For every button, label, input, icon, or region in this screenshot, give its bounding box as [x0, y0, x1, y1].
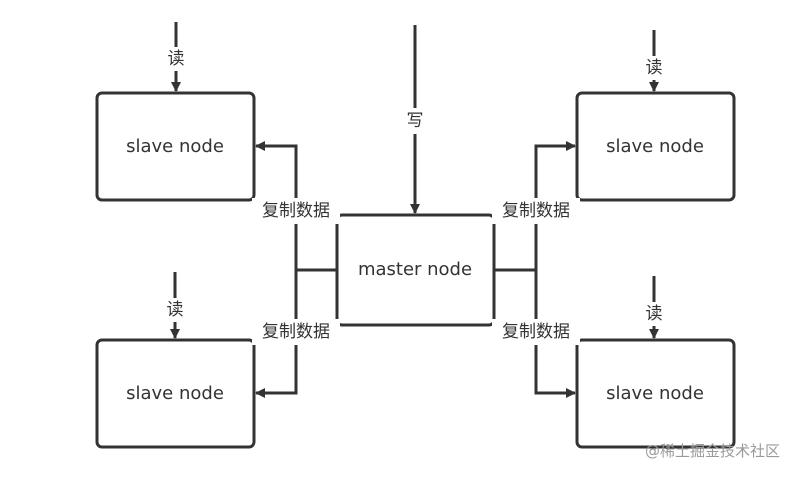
replicate-arrow-top-left	[255, 141, 298, 270]
replicate-label-bottom-left: 复制数据	[262, 322, 330, 342]
write-label: 写	[407, 111, 424, 131]
replicate-label-bottom-right: 复制数据	[502, 322, 570, 342]
watermark: @稀土掘金技术社区	[645, 442, 780, 460]
replicate-arrow-top-right	[534, 141, 576, 270]
slave-node-bottom-right-label: slave node	[606, 383, 704, 404]
read-label-bottom-left: 读	[167, 300, 184, 320]
read-label-bottom-right: 读	[646, 304, 663, 324]
slave-node-top-left-label: slave node	[126, 136, 224, 157]
slave-node-bottom-left-box	[95, 338, 256, 449]
replicate-label-top-right: 复制数据	[502, 201, 570, 221]
read-label-top-right: 读	[646, 58, 663, 78]
slave-node-bottom-right-box	[575, 338, 736, 449]
slave-node-bottom-left-label: slave node	[126, 383, 224, 404]
replicate-arrow-bottom-left	[255, 270, 298, 398]
replicate-label-top-left: 复制数据	[262, 201, 330, 221]
master-node-label: master node	[358, 259, 472, 280]
slave-node-top-right-label: slave node	[606, 136, 704, 157]
replicate-arrow-bottom-right	[534, 270, 576, 398]
slave-node-top-right-box	[575, 91, 736, 202]
slave-node-top-left-box	[95, 91, 256, 202]
read-label-top-left: 读	[168, 49, 185, 69]
